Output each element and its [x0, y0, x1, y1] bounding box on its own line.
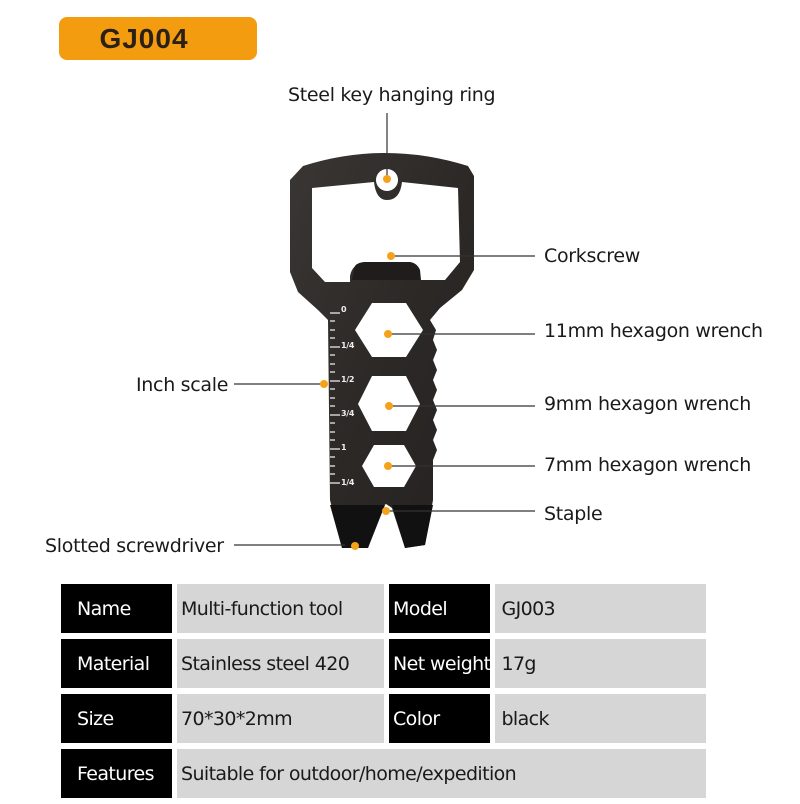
- spec-label-model: Model: [389, 584, 491, 633]
- scale-mark-1-1-4: 1/4: [341, 478, 355, 487]
- table-row: Name Multi-function tool Model GJ003: [61, 584, 707, 633]
- spec-label-name: Name: [61, 584, 172, 633]
- spec-label-material: Material: [61, 639, 172, 688]
- corkscrew-lip: [352, 262, 421, 280]
- spec-value-features: Suitable for outdoor/home/expedition: [177, 749, 707, 798]
- callout-staple: Staple: [544, 503, 603, 525]
- callout-slotted-screwdriver: Slotted screwdriver: [45, 535, 224, 557]
- spec-value-color: black: [495, 694, 707, 743]
- callout-hex-11mm: 11mm hexagon wrench: [544, 320, 763, 342]
- scale-mark-0: 0: [341, 305, 347, 314]
- table-row: Size 70*30*2mm Color black: [61, 694, 707, 743]
- callout-hex-9mm: 9mm hexagon wrench: [544, 393, 751, 415]
- callout-key-ring: Steel key hanging ring: [288, 84, 496, 106]
- spec-value-net-weight: 17g: [495, 639, 707, 688]
- table-row: Features Suitable for outdoor/home/exped…: [61, 749, 707, 798]
- table-row: Material Stainless steel 420 Net weight …: [61, 639, 707, 688]
- spec-value-size: 70*30*2mm: [177, 694, 384, 743]
- spec-label-size: Size: [61, 694, 172, 743]
- tool-body: [290, 153, 474, 548]
- staple-tip: [392, 505, 433, 548]
- callout-hex-7mm: 7mm hexagon wrench: [544, 454, 751, 476]
- scale-mark-3-4: 3/4: [341, 409, 355, 418]
- callout-corkscrew: Corkscrew: [544, 245, 640, 267]
- model-badge: GJ004: [59, 17, 257, 60]
- scale-mark-1-4: 1/4: [341, 341, 355, 350]
- spec-value-name: Multi-function tool: [177, 584, 384, 633]
- scale-mark-1-2: 1/2: [341, 375, 355, 384]
- spec-value-material: Stainless steel 420: [177, 639, 384, 688]
- leader-lines: [234, 113, 535, 546]
- spec-label-features: Features: [61, 749, 172, 798]
- multitool-illustration: [234, 113, 535, 550]
- scale-mark-1: 1: [341, 443, 347, 452]
- callout-markers: [320, 175, 395, 550]
- callout-inch-scale: Inch scale: [136, 374, 229, 396]
- spec-table: Name Multi-function tool Model GJ003 Mat…: [56, 578, 711, 804]
- screwdriver-tip: [330, 505, 385, 548]
- inch-scale-ticks: [330, 312, 340, 484]
- spec-label-color: Color: [389, 694, 491, 743]
- product-diagram: 0 1/4 1/2 3/4 1 1/4 Steel key hanging ri…: [45, 84, 763, 557]
- spec-label-net-weight: Net weight: [389, 639, 491, 688]
- spec-value-model: GJ003: [495, 584, 707, 633]
- model-badge-text: GJ004: [99, 22, 189, 54]
